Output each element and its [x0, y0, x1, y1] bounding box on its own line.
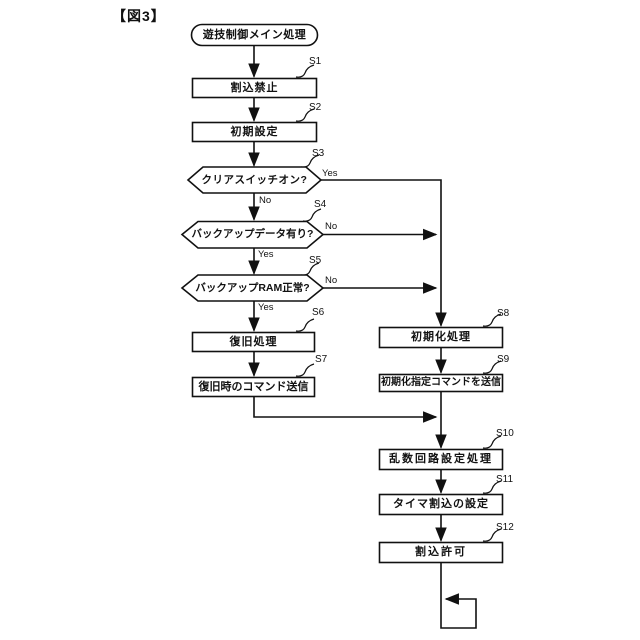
endless-loop-connector: [440, 563, 477, 629]
process-s12-shape: [378, 541, 504, 564]
process-s7-shape: [191, 376, 316, 398]
step-s11-label: タイマ割込の設定: [393, 498, 489, 510]
step-s4-id: S4: [314, 199, 327, 210]
step-s1-label: 割込禁止: [230, 81, 279, 94]
decision-s5-label: バックアップRAM正常?: [195, 281, 310, 294]
step-s1-id: S1: [309, 56, 322, 67]
leader-s10: [482, 435, 502, 449]
step-s9-label: 初期化指定コマンドを送信: [381, 377, 501, 388]
leader-s8: [482, 313, 502, 327]
decision-s4-shape: [180, 220, 325, 249]
step-s12-id: S12: [496, 522, 514, 533]
leader-s1: [295, 64, 315, 78]
process-s9-shape: [378, 373, 504, 393]
step-s3-id: S3: [312, 148, 325, 159]
step-s8-label: 初期化処理: [411, 331, 471, 343]
s5-no-branch-label: No: [325, 275, 338, 286]
leader-s12: [482, 528, 502, 542]
s3-no-branch-label: No: [259, 195, 272, 206]
step-s6-label: 復旧処理: [229, 335, 278, 348]
start-terminal-label: 遊技制御メイン処理: [202, 28, 307, 41]
leader-s6: [295, 318, 315, 332]
leader-s9: [482, 360, 502, 374]
leader-s7: [295, 363, 315, 377]
step-s9-id: S9: [497, 354, 510, 365]
step-s11-id: S11: [496, 474, 514, 485]
step-s8-id: S8: [497, 308, 510, 319]
s5-yes-branch-label: Yes: [258, 302, 274, 313]
s3-yes-branch-label: Yes: [322, 168, 338, 179]
process-s11-shape: [378, 493, 504, 516]
s4-yes-branch-label: Yes: [258, 249, 274, 260]
decision-s5-shape: [180, 274, 325, 302]
step-s10-id: S10: [496, 428, 514, 439]
process-s8-shape: [378, 326, 504, 349]
step-s10-label: 乱数回路設定処理: [389, 453, 493, 465]
connector-s3-yes-to-s8: [321, 179, 447, 327]
step-s2-id: S2: [309, 102, 322, 113]
step-s6-id: S6: [312, 307, 325, 318]
decision-s3-shape: [186, 166, 323, 194]
process-s1-shape: [191, 77, 318, 99]
decision-s4-label: バックアップデータ有り?: [191, 228, 314, 241]
leader-s2: [295, 108, 315, 122]
step-s7-id: S7: [315, 354, 328, 365]
process-s2-shape: [191, 121, 318, 143]
leader-s4: [302, 208, 322, 222]
step-s7-label: 復旧時のコマンド送信: [198, 380, 309, 393]
step-s2-label: 初期設定: [230, 125, 279, 138]
s4-no-branch-label: No: [325, 221, 338, 232]
step-s5-id: S5: [309, 255, 322, 266]
connector-s7-to-merge: [253, 397, 438, 423]
start-terminal-shape: [190, 23, 319, 47]
figure-label: 【図3】: [112, 8, 166, 24]
leader-s11: [482, 480, 502, 494]
step-s12-label: 割込許可: [415, 546, 467, 558]
process-s6-shape: [191, 331, 316, 353]
process-s10-shape: [378, 448, 504, 471]
decision-s3-label: クリアスイッチオン?: [201, 173, 308, 186]
